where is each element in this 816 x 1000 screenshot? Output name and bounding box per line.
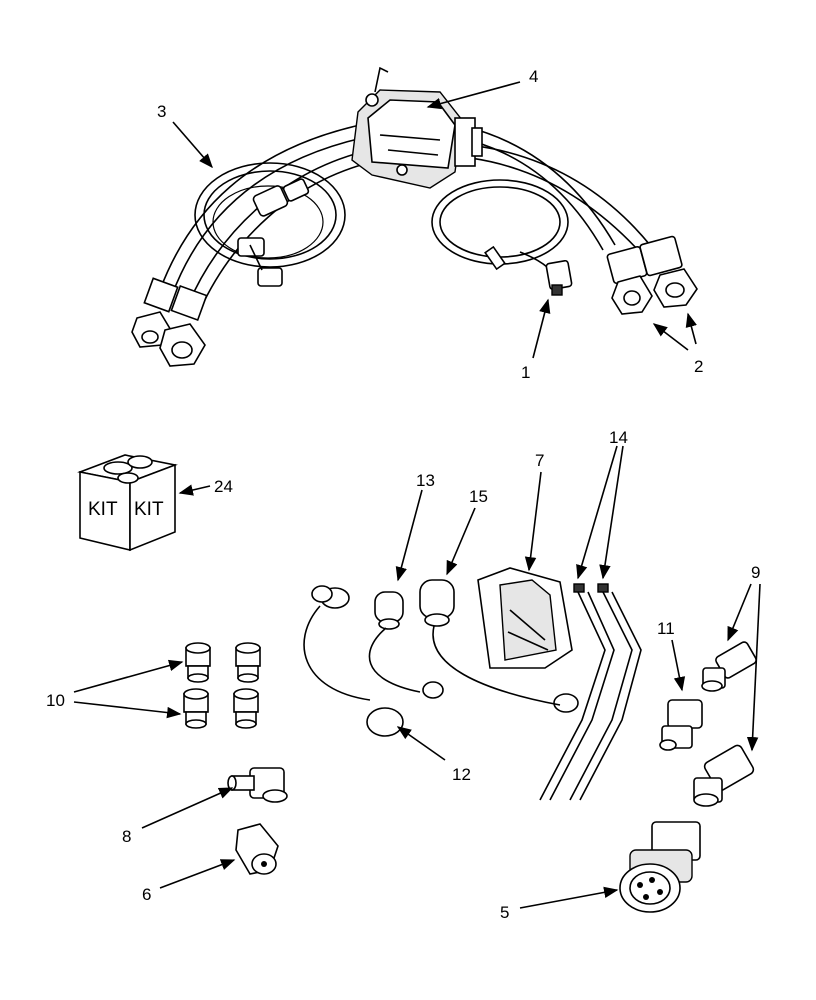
leader-5	[519, 886, 619, 909]
callout-11: 11	[657, 619, 675, 638]
leader-2a	[652, 323, 689, 351]
callouts: 1 2 3 4 5 6 7 8 9 10 11 12	[46, 67, 761, 922]
leader-3	[172, 121, 213, 169]
adapter-10-d	[233, 688, 259, 729]
leader-2b	[685, 312, 697, 345]
cable-ties-14	[539, 583, 642, 801]
hose-fitting-left-b	[159, 284, 208, 367]
leader-10b	[73, 701, 182, 719]
callout-13: 13	[416, 471, 435, 490]
dust-cap-15	[419, 579, 579, 713]
leader-7	[524, 471, 542, 572]
leader-24	[178, 484, 211, 496]
quick-coupler-5	[619, 821, 701, 913]
elbow-9-a	[701, 641, 757, 692]
callout-3: 3	[157, 102, 166, 121]
leader-15	[446, 507, 476, 576]
hose-fitting-right-b	[639, 235, 698, 308]
callout-10: 10	[46, 691, 65, 710]
cap-fitting-6	[235, 823, 279, 875]
callout-5: 5	[500, 903, 509, 922]
leader-11	[671, 639, 686, 692]
hose-harness-assembly	[131, 66, 698, 367]
elbow-9-b	[693, 744, 755, 807]
leader-14b	[599, 445, 624, 580]
adapter-10-b	[235, 642, 261, 683]
callout-9: 9	[751, 563, 760, 582]
adapter-10-a	[185, 642, 211, 683]
callout-2: 2	[694, 357, 703, 376]
leader-8	[141, 787, 234, 829]
callout-4: 4	[529, 67, 538, 86]
adapter-10-c	[183, 688, 209, 729]
callout-24: 24	[214, 477, 233, 496]
leader-4	[426, 81, 521, 110]
leader-6	[159, 859, 236, 889]
pouch-7	[477, 567, 573, 669]
dust-cap-13	[368, 591, 444, 699]
callout-8: 8	[122, 827, 131, 846]
leader-14a	[576, 445, 618, 580]
leader-13	[395, 489, 423, 582]
kit-box-right-label: KIT	[134, 499, 164, 520]
callout-14: 14	[609, 428, 628, 447]
hose-fitting-right-a	[606, 245, 653, 315]
callout-1: 1	[521, 363, 530, 382]
fitting-11	[659, 699, 703, 751]
leader-1	[532, 298, 551, 359]
elbow-fitting-8	[227, 767, 288, 803]
leader-12	[396, 726, 446, 761]
callout-15: 15	[469, 487, 488, 506]
callout-7: 7	[535, 451, 544, 470]
leader-10a	[73, 659, 184, 693]
callout-6: 6	[142, 885, 151, 904]
kit-box: KIT KIT	[77, 454, 178, 552]
leader-9b	[746, 583, 761, 752]
callout-12: 12	[452, 765, 471, 784]
kit-box-left-label: KIT	[88, 499, 118, 520]
dust-cap-12	[303, 585, 404, 737]
leader-9a	[727, 583, 752, 642]
